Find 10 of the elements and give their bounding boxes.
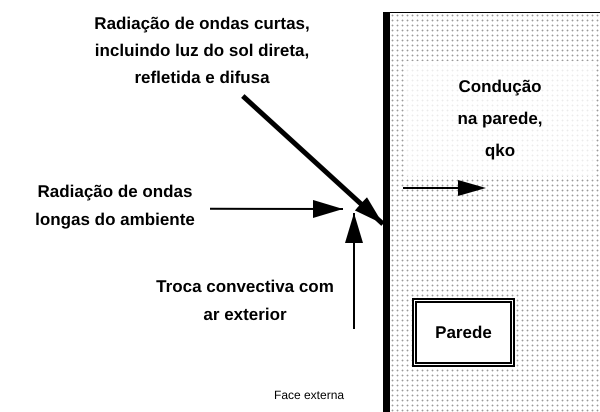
arrow	[345, 213, 363, 329]
text-label: Radiação de ondas curtas, incluindo luz do sol direta, refletida e difusa	[66, 10, 338, 96]
arrow	[210, 200, 343, 218]
wall-section	[383, 12, 600, 412]
arrow	[241, 94, 385, 226]
label-box: Parede	[412, 298, 515, 367]
text-label: Troca convectiva com ar exterior	[150, 273, 340, 329]
text-label: Radiação de ondas longas do ambiente	[20, 178, 210, 234]
text-panel: Condução na parede, qko	[405, 61, 595, 176]
text-label: Face externa	[274, 387, 344, 404]
